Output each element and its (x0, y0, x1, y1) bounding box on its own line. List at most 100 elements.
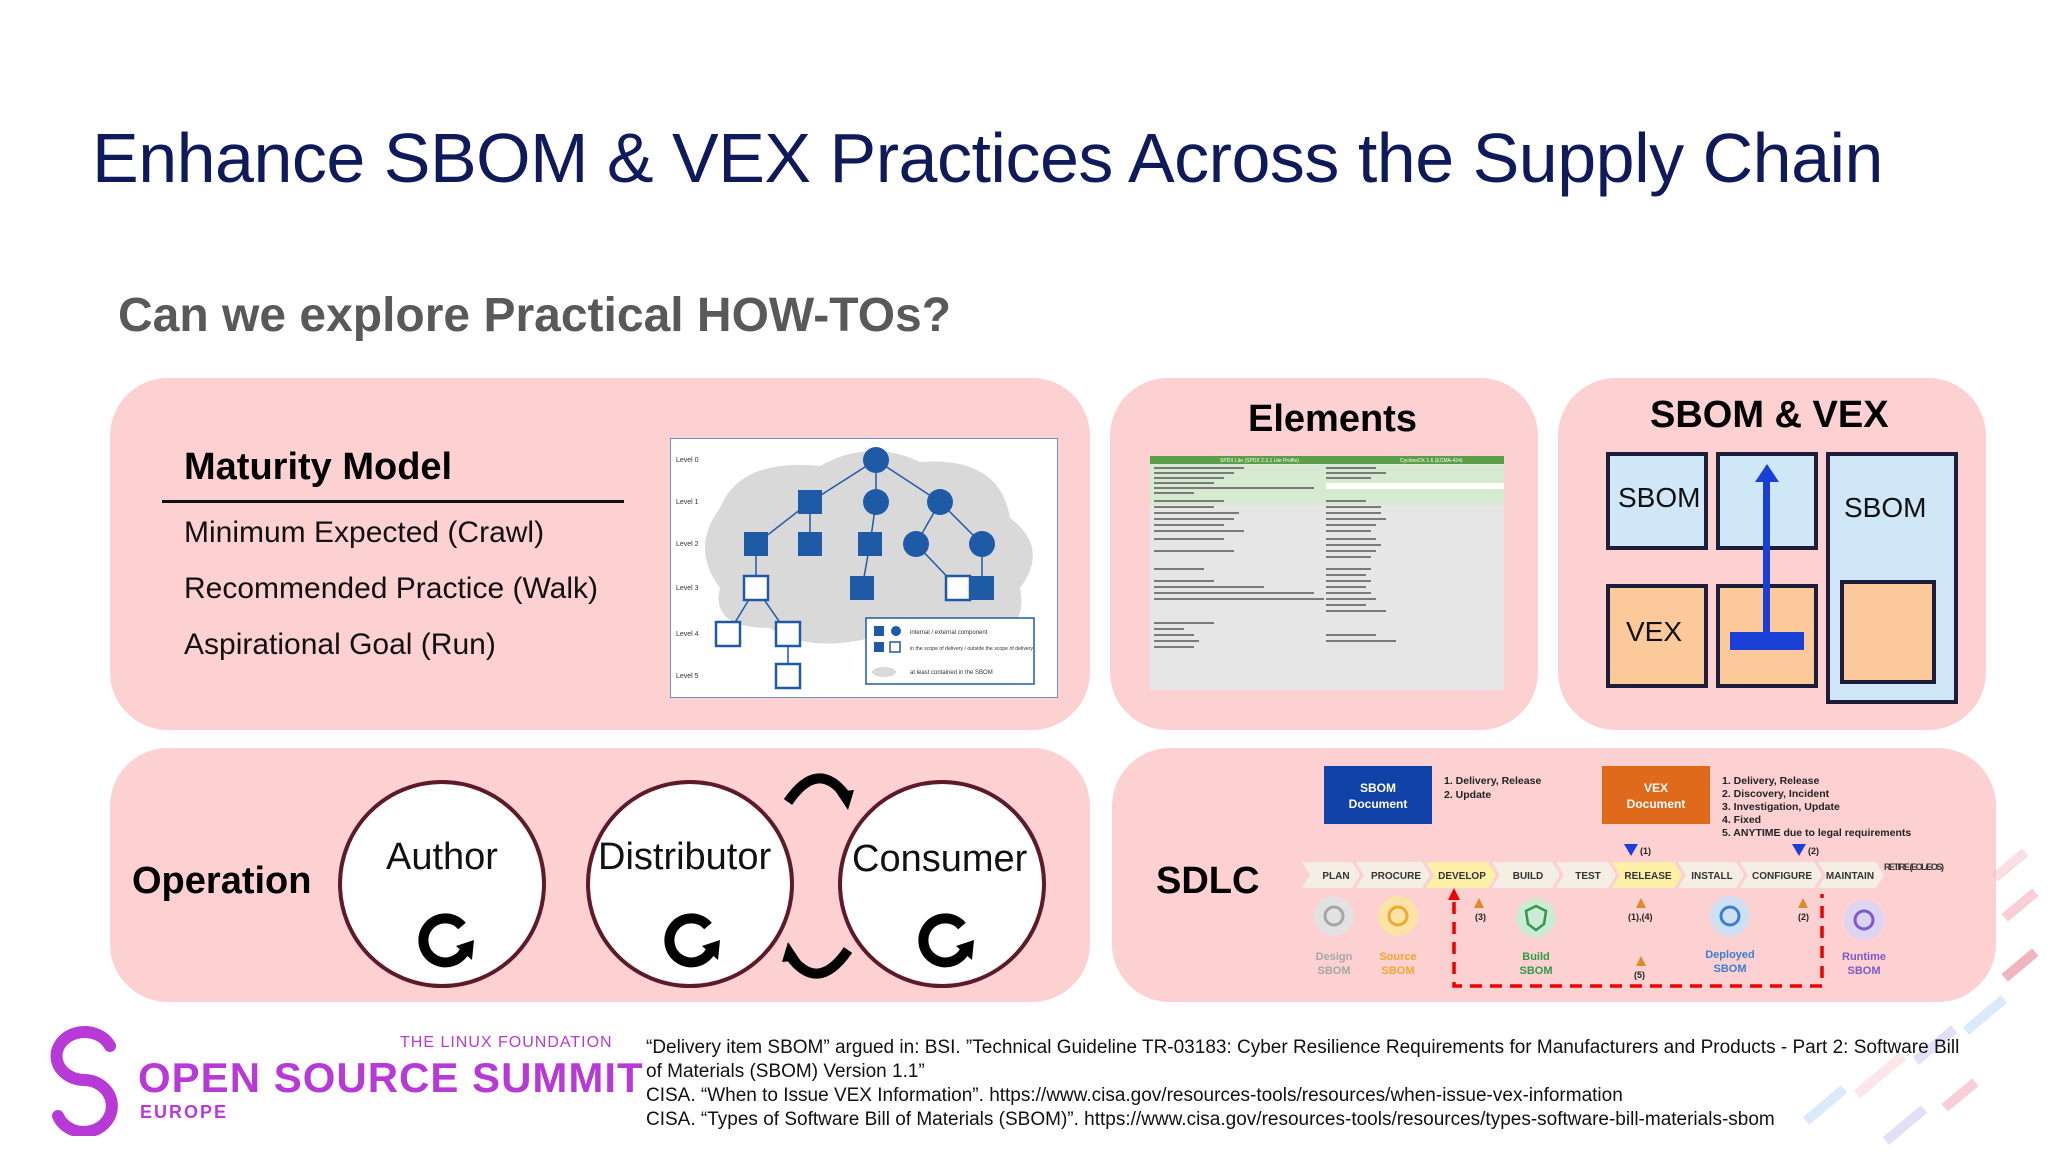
level-0: Level 0 (676, 457, 699, 464)
elements-header-cyclonedx: CycloneDX 1.6 (ECMA-424) (1400, 458, 1463, 464)
stage-develop: DEVELOP (1438, 871, 1486, 882)
release-marker-icon (1624, 844, 1638, 856)
link-arrow-shaft (1763, 478, 1770, 636)
marker-release: (1) (1640, 846, 1651, 856)
elements-rows (1154, 467, 1396, 648)
sbom-large-label: SBOM (1844, 492, 1927, 523)
runtime-sbom-line1: Runtime (1842, 951, 1886, 963)
sbom-doc-large: SBOM (1826, 452, 1958, 704)
maturity-item-crawl: Minimum Expected (Crawl) (184, 516, 545, 549)
vex-document-line1: VEX (1644, 781, 1668, 795)
sbom-large-inner-vex (1840, 580, 1936, 684)
source-sbom-line2: SBOM (1382, 965, 1415, 977)
sbom-vex-panel: SBOM & VEX SBOM VEX SBOM (1558, 378, 1986, 730)
stage-install: INSTALL (1691, 871, 1732, 882)
deployed-sbom-line2: SBOM (1714, 963, 1747, 975)
role-consumer: Consumer (838, 780, 1046, 988)
stage-retire: RETIRE (EOL/EOS) (1884, 862, 1944, 872)
exchange-arrow-top-icon (783, 773, 854, 810)
slide-subtitle: Can we explore Practical HOW-TOs? (118, 289, 952, 342)
design-sbom-line1: Design (1316, 951, 1353, 963)
vex-note-3: 3. Investigation, Update (1722, 801, 1840, 813)
sbom-note-1: 1. Delivery, Release (1444, 775, 1541, 787)
deployed-sbom-line1: Deployed (1705, 949, 1755, 961)
node (969, 531, 995, 557)
maturity-item-walk: Recommended Practice (Walk) (184, 572, 599, 605)
level-5: Level 5 (676, 673, 699, 680)
legend-item-internal: internal / external component (910, 630, 988, 636)
source-sbom-line1: Source (1379, 951, 1416, 963)
sbom-document-line2: Document (1349, 797, 1408, 811)
elements-heading: Elements (1248, 398, 1417, 440)
role-author: Author (338, 780, 546, 988)
develop-marker-icon (1448, 888, 1460, 900)
sbom-note-2: 2. Update (1444, 789, 1491, 801)
sdlc-panel: SDLC SBOM Document 1. Delivery, Release … (1112, 748, 1996, 1002)
cycle-icon (918, 913, 974, 968)
role-distributor-label: Distributor (598, 836, 772, 878)
cycle-icon (418, 913, 474, 968)
elements-table: SPDX Lite (SPDX 2.3.1 Lite Profile) Cycl… (1150, 456, 1504, 690)
node (774, 620, 802, 648)
cycle-icon (664, 913, 720, 968)
stage-maintain: MAINTAIN (1826, 871, 1874, 882)
maturity-panel: Maturity Model Minimum Expected (Crawl) … (110, 378, 1090, 730)
sdlc-diagram: SBOM Document 1. Delivery, Release 2. Up… (1302, 766, 1944, 988)
vex-document-box (1602, 766, 1710, 824)
build-sbom-line2: SBOM (1520, 965, 1553, 977)
stage-configure: CONFIGURE (1752, 871, 1812, 882)
foundation-label: THE LINUX FOUNDATION (400, 1034, 613, 1051)
maturity-item-run: Aspirational Goal (Run) (184, 628, 496, 661)
vex-note-2: 2. Discovery, Incident (1722, 788, 1830, 800)
summit-logo-icon (50, 1026, 118, 1136)
vex-note-4: 4. Fixed (1722, 814, 1761, 826)
stage-release: RELEASE (1624, 871, 1672, 882)
design-sbom-line2: SBOM (1318, 965, 1351, 977)
marker-release-lower: (1),(4) (1628, 912, 1653, 922)
elements-header-spdx: SPDX Lite (SPDX 2.3.1 Lite Profile) (1220, 458, 1299, 464)
node (903, 531, 929, 557)
node (744, 532, 768, 556)
node (774, 662, 802, 690)
operation-panel: Operation Author Distributor Consumer (110, 748, 1090, 1002)
node (714, 620, 742, 648)
deployed-sbom-icon (1710, 896, 1750, 936)
sbom-doc-small: SBOM (1606, 452, 1708, 550)
runtime-sbom-icon (1844, 900, 1884, 940)
stage-procure: PROCURE (1371, 871, 1421, 882)
node (742, 574, 770, 602)
node (863, 489, 889, 515)
sbom-vex-heading: SBOM & VEX (1650, 394, 1889, 436)
elements-panel: Elements SPDX Lite (SPDX 2.3.1 Lite Prof… (1110, 378, 1538, 730)
decorative-pattern (1802, 848, 2039, 1145)
level-1: Level 1 (676, 499, 699, 506)
runtime-sbom-line2: SBOM (1848, 965, 1881, 977)
sdlc-label: SDLC (1156, 860, 1260, 902)
vex-document-line2: Document (1627, 797, 1686, 811)
exchange-arrow-bottom-icon (782, 942, 853, 979)
sdlc-stages (1302, 862, 1884, 888)
node (970, 576, 994, 600)
sbom-document-line1: SBOM (1360, 781, 1396, 795)
reference-3: CISA. “Types of Software Bill of Materia… (646, 1109, 1775, 1130)
vex-note-5: 5. ANYTIME due to legal requirements (1722, 827, 1911, 839)
build-sbom-icon (1516, 898, 1556, 938)
link-arrow-base (1730, 632, 1804, 650)
slide-title: Enhance SBOM & VEX Practices Across the … (92, 119, 1884, 197)
stage-build: BUILD (1513, 871, 1544, 882)
vex-doc: VEX (1606, 584, 1708, 688)
reference-1-cont: of Materials (SBOM) Version 1.1” (646, 1061, 925, 1082)
feedback-loop (1452, 894, 1824, 988)
node (944, 574, 972, 602)
build-sbom-line1: Build (1522, 951, 1550, 963)
role-consumer-label: Consumer (852, 838, 1028, 880)
maintain-marker-icon (1792, 844, 1806, 856)
marker-develop: (3) (1475, 912, 1486, 922)
summit-name: OPEN SOURCE SUMMIT (138, 1054, 644, 1101)
maturity-tree-diagram: Level 0 Level 1 Level 2 Level 3 Level 4 … (670, 438, 1058, 698)
vex-note-1: 1. Delivery, Release (1722, 775, 1819, 787)
maturity-heading: Maturity Model (184, 446, 453, 488)
reference-1: “Delivery item SBOM” argued in: BSI. ”Te… (646, 1037, 1960, 1058)
level-4: Level 4 (676, 631, 699, 638)
marker-maintain-lower: (2) (1798, 912, 1809, 922)
